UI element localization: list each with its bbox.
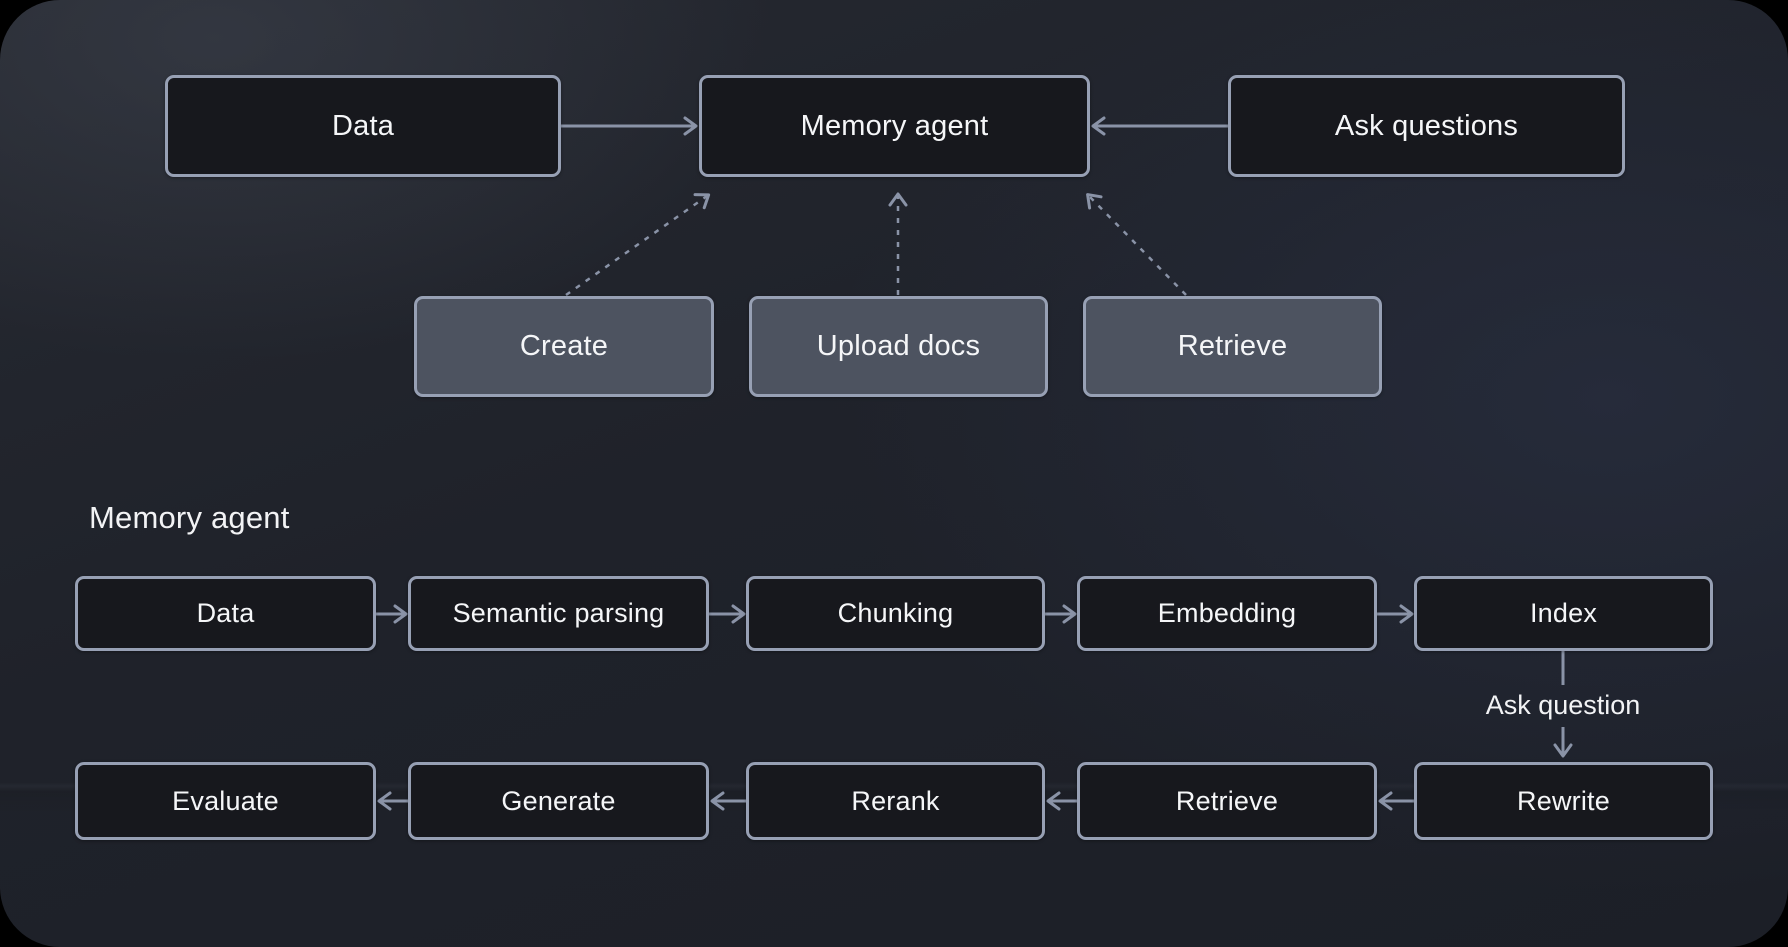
- node-label: Embedding: [1157, 598, 1297, 628]
- node-rewrite: Rewrite: [1414, 762, 1713, 840]
- node-embedding: Embedding: [1077, 576, 1377, 651]
- node-label: Retrieve: [1175, 785, 1279, 816]
- node-label: Ask questions: [1334, 109, 1519, 142]
- node-upload-docs: Upload docs: [749, 296, 1048, 397]
- node-data-source: Data: [165, 75, 561, 177]
- node-ask-questions: Ask questions: [1228, 75, 1625, 177]
- node-retrieve-step: Retrieve: [1077, 762, 1377, 840]
- section-title-memory-agent: Memory agent: [89, 500, 290, 535]
- node-label: Evaluate: [172, 785, 279, 816]
- node-label: Memory agent: [800, 109, 989, 142]
- node-create: Create: [414, 296, 714, 397]
- node-index: Index: [1414, 576, 1713, 651]
- node-label: Data: [196, 598, 255, 628]
- node-label: Chunking: [837, 598, 954, 628]
- node-generate: Generate: [408, 762, 709, 840]
- dashed-arrow-create-to-memory-agent: [565, 193, 711, 297]
- dashed-arrow-retrieve-to-memory-agent: [1086, 193, 1187, 296]
- node-label: Data: [331, 109, 395, 142]
- node-label: Create: [519, 330, 609, 362]
- node-evaluate: Evaluate: [75, 762, 376, 840]
- node-rerank: Rerank: [746, 762, 1045, 840]
- node-label: Index: [1529, 598, 1598, 628]
- node-retrieve-action: Retrieve: [1083, 296, 1382, 397]
- node-label: Rewrite: [1517, 785, 1610, 816]
- node-pipeline-data: Data: [75, 576, 376, 651]
- node-label: Semantic parsing: [452, 598, 665, 628]
- node-label: Retrieve: [1177, 330, 1288, 362]
- node-label: Upload docs: [816, 330, 981, 362]
- node-semantic-parsing: Semantic parsing: [408, 576, 709, 651]
- edge-label-ask-question: Ask question: [1485, 689, 1641, 720]
- node-chunking: Chunking: [746, 576, 1045, 651]
- node-label: Generate: [501, 785, 616, 816]
- node-label: Rerank: [851, 785, 940, 816]
- node-memory-agent: Memory agent: [699, 75, 1090, 177]
